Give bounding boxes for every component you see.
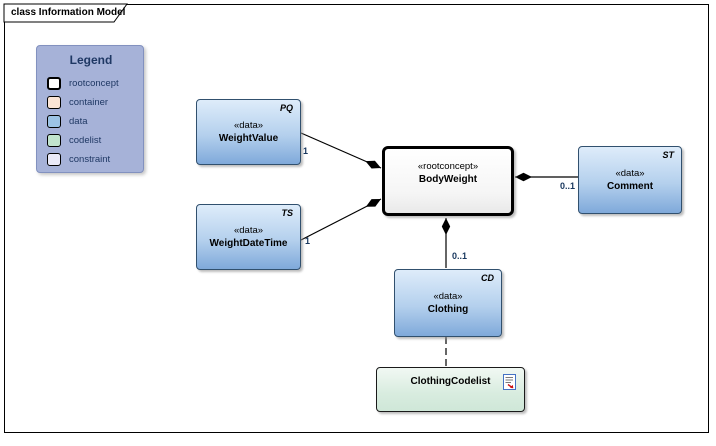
- constraint-swatch: [47, 153, 61, 166]
- node-bodyweight[interactable]: «rootconcept» BodyWeight: [382, 146, 514, 216]
- legend-item-constraint: constraint: [47, 150, 135, 169]
- legend-item-rootconcept: rootconcept: [47, 74, 135, 93]
- frame-title: class Information Model: [11, 7, 126, 18]
- legend-item-codelist: codelist: [47, 131, 135, 150]
- node-name: ClothingCodelist: [410, 376, 491, 387]
- node-clothing[interactable]: CD «data» Clothing: [394, 269, 502, 337]
- rootconcept-swatch: [47, 77, 61, 90]
- codelist-document-icon: [503, 374, 516, 395]
- node-weightdatetime[interactable]: TS «data» WeightDateTime: [196, 204, 301, 270]
- legend-item-label: data: [69, 116, 88, 127]
- node-clothingcodelist[interactable]: ClothingCodelist: [376, 367, 525, 412]
- legend-title: Legend: [69, 53, 113, 67]
- type-tag: ST: [662, 150, 674, 160]
- legend-box[interactable]: Legend rootconcept container data codeli…: [36, 45, 144, 173]
- node-comment[interactable]: ST «data» Comment: [578, 146, 682, 214]
- multiplicity-label: 0..1: [452, 251, 468, 261]
- legend-item-container: container: [47, 93, 135, 112]
- node-name: Clothing: [427, 304, 469, 315]
- container-swatch: [47, 96, 61, 109]
- type-tag: TS: [281, 208, 293, 218]
- node-name: WeightDateTime: [209, 238, 288, 249]
- connector-weightdatetime-bodyweight[interactable]: [300, 198, 382, 241]
- legend-item-label: rootconcept: [69, 78, 119, 89]
- type-tag: PQ: [279, 103, 293, 113]
- data-swatch: [47, 115, 61, 128]
- node-name: BodyWeight: [418, 174, 478, 185]
- legend-item-label: constraint: [69, 154, 111, 165]
- node-weightvalue[interactable]: PQ «data» WeightValue: [196, 99, 301, 165]
- multiplicity-label: 0..1: [559, 181, 575, 191]
- frame-title-tab: [3, 3, 128, 23]
- legend-item-label: container: [69, 97, 109, 108]
- legend-item-data: data: [47, 112, 135, 131]
- node-stereotype: «data»: [615, 168, 645, 179]
- legend-item-label: codelist: [69, 135, 102, 146]
- codelist-swatch: [47, 134, 61, 147]
- node-stereotype: «data»: [433, 291, 463, 302]
- node-name: WeightValue: [218, 133, 279, 144]
- node-stereotype: «data»: [233, 120, 264, 131]
- node-stereotype: «rootconcept»: [417, 161, 479, 172]
- node-stereotype: «data»: [233, 225, 264, 236]
- multiplicity-label: 1: [303, 146, 309, 156]
- connector-weightvalue-bodyweight[interactable]: [300, 132, 382, 169]
- node-name: Comment: [606, 181, 654, 192]
- multiplicity-label: 1: [305, 236, 311, 246]
- type-tag: CD: [481, 273, 494, 283]
